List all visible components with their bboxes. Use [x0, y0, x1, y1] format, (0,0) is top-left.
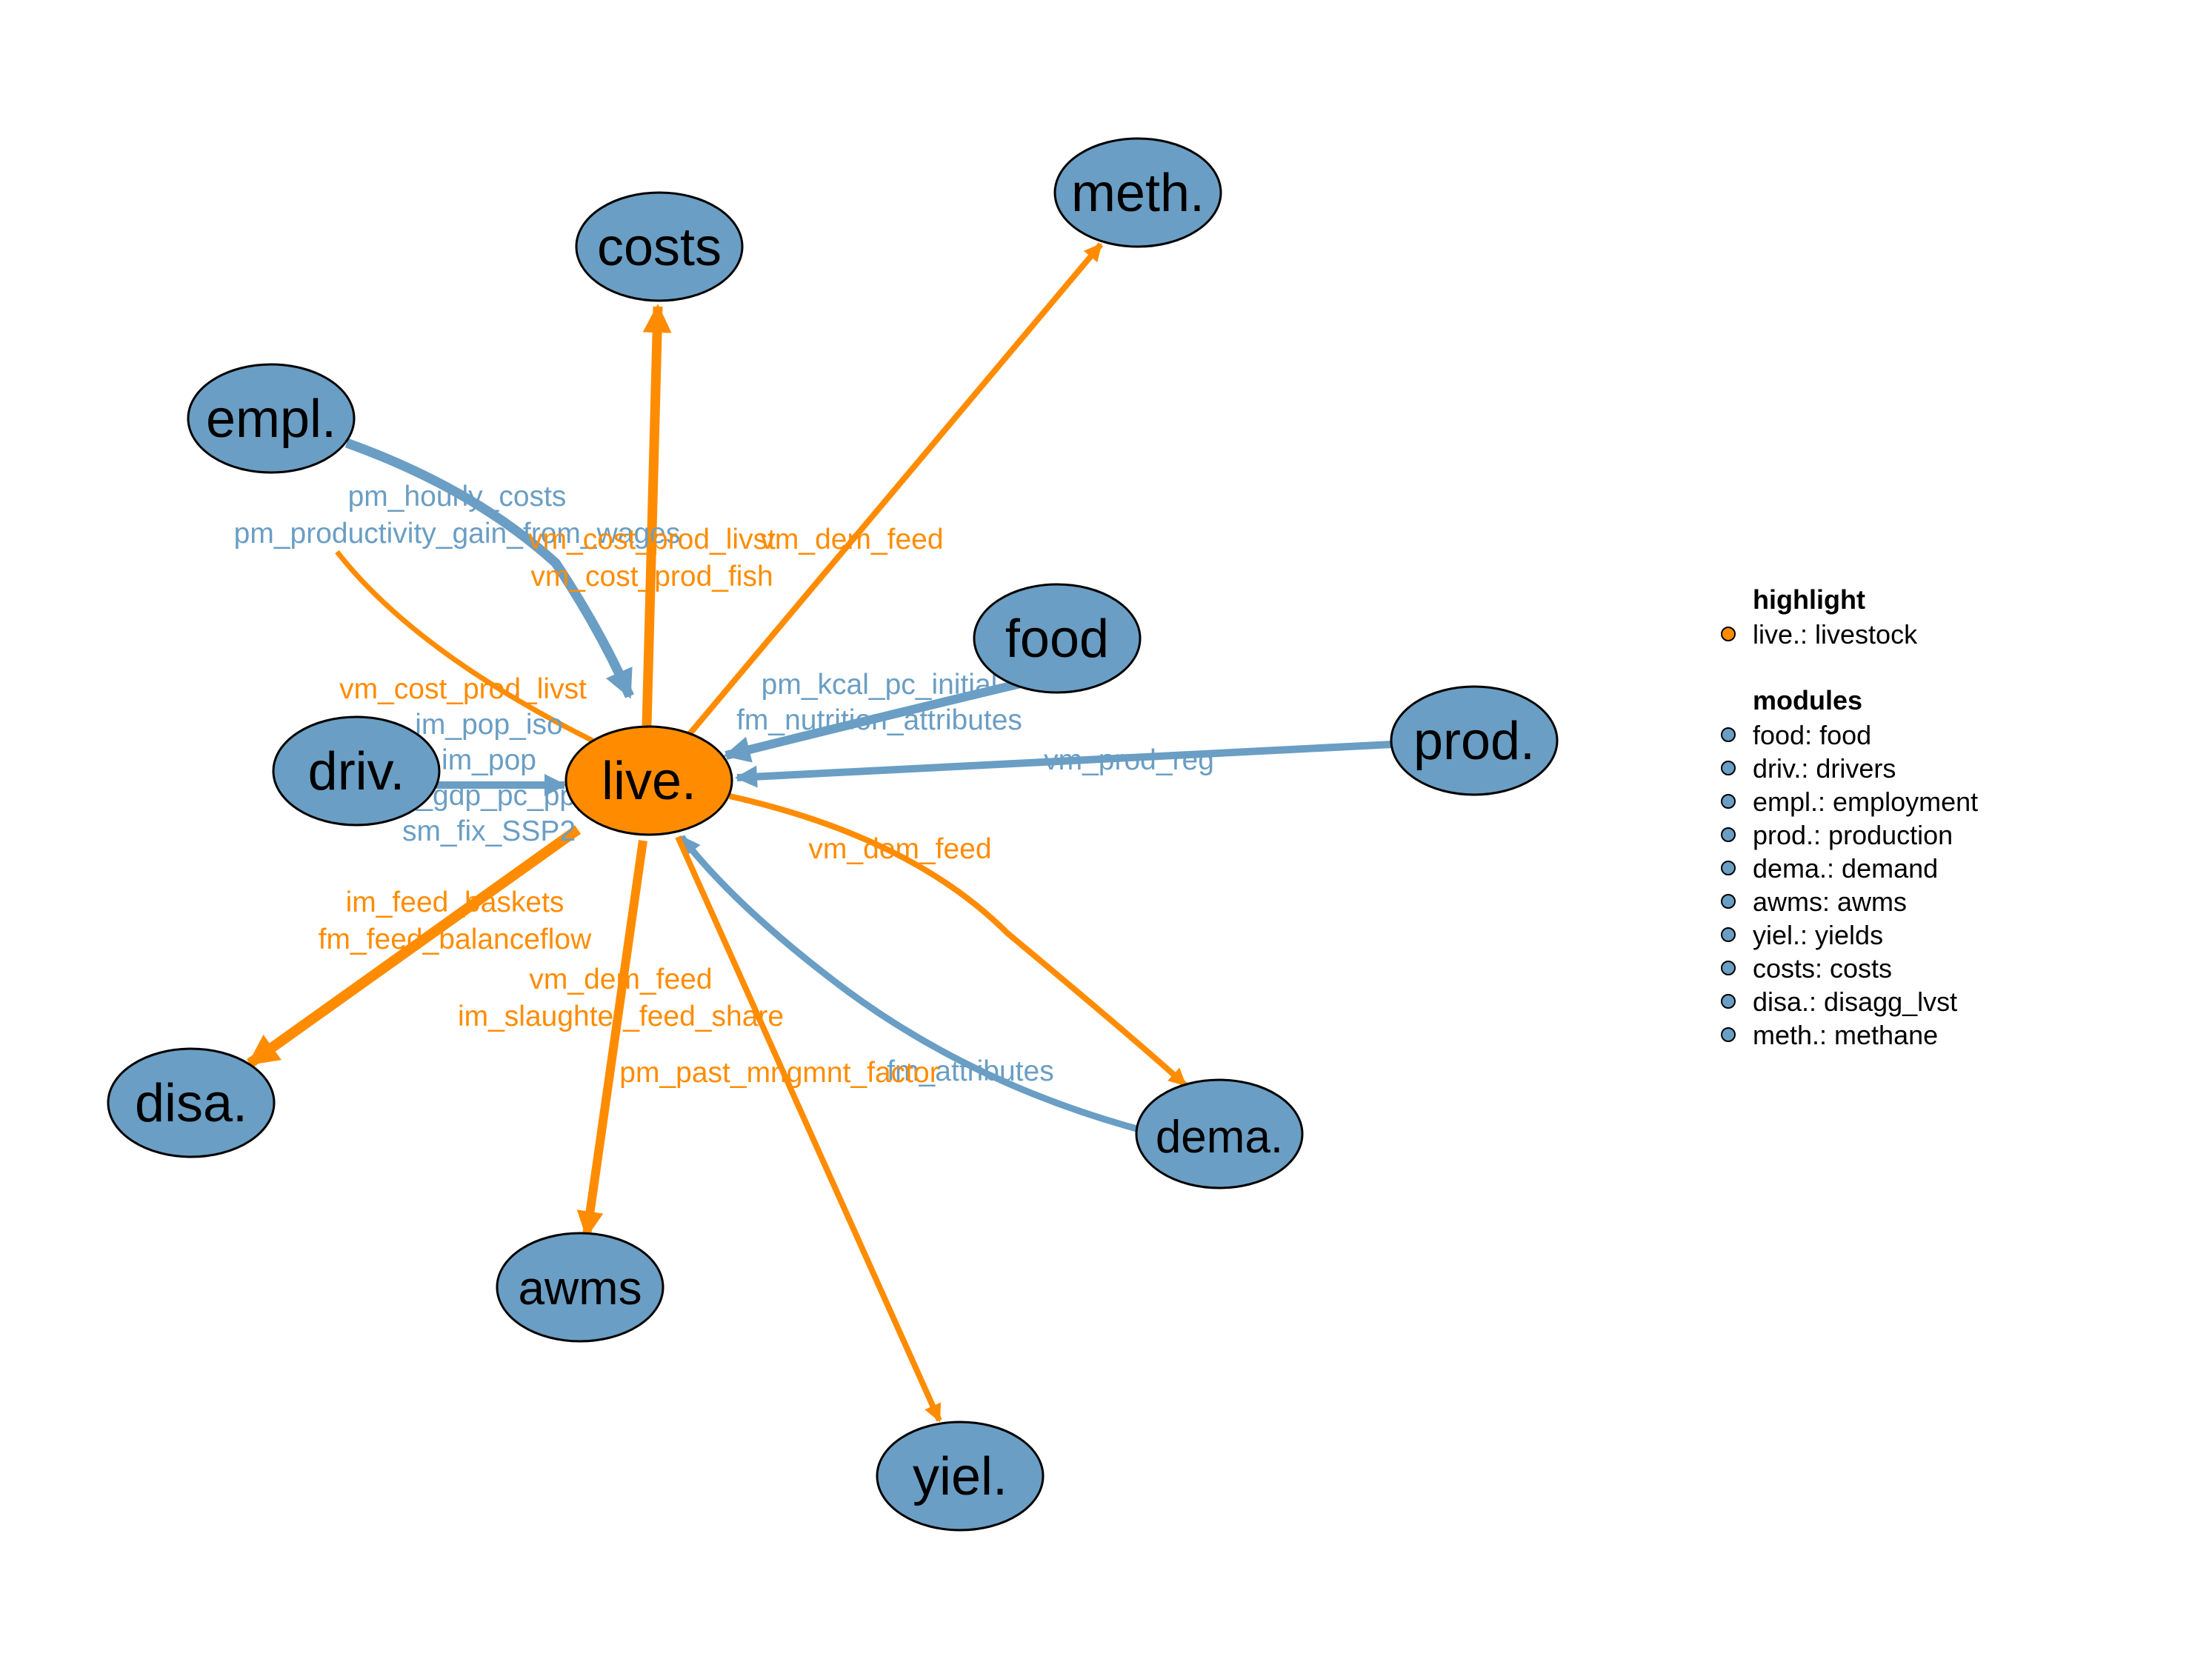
legend-module-swatch	[1721, 794, 1736, 809]
edge-label-dema-live-1: fm_attributes	[887, 1055, 1053, 1087]
edge-empl-to-live	[344, 438, 634, 699]
edge-dema-to-live	[679, 835, 1141, 1133]
legend-modules-title: modules	[1753, 685, 1862, 715]
node-disa[interactable]: disa.	[107, 1047, 276, 1158]
edge-labels: pm_hourly_costs pm_productivity_gain_fro…	[234, 481, 1214, 1089]
legend-module-item: dema.: demand	[1753, 853, 1938, 884]
node-dema[interactable]: dema.	[1135, 1078, 1304, 1189]
node-awms-shape	[496, 1232, 664, 1343]
edge-live-to-empl	[335, 550, 594, 744]
edges	[246, 242, 1393, 1423]
legend-module-item: prod.: production	[1753, 820, 1953, 850]
edge-label-live-disa-1: im_feed_baskets	[346, 887, 564, 918]
edge-live-to-disa	[246, 825, 582, 1068]
node-dema-shape	[1135, 1078, 1304, 1189]
node-food-label: food	[1005, 610, 1109, 669]
legend: highlight live.: livestock modules food:…	[1721, 584, 1978, 1050]
legend-module-swatch	[1721, 827, 1736, 842]
node-food[interactable]: food	[973, 583, 1142, 694]
node-prod-shape	[1390, 685, 1559, 796]
legend-highlight-item: live.: livestock	[1753, 619, 1918, 650]
node-awms-label: awms	[518, 1261, 642, 1315]
legend-module-item: food: food	[1753, 720, 1871, 750]
edge-label-live-costs-2: vm_cost_prod_fish	[530, 561, 773, 592]
node-prod[interactable]: prod.	[1390, 685, 1559, 796]
edge-prod-to-live	[735, 741, 1393, 788]
node-prod-label: prod.	[1413, 712, 1535, 771]
edge-label-live-yiel-1: pm_past_mngmnt_factor	[619, 1057, 939, 1089]
node-live-shape	[564, 725, 733, 836]
legend-module-item: empl.: employment	[1753, 787, 1978, 817]
node-driv-label: driv.	[308, 742, 405, 801]
legend-module-swatch	[1721, 727, 1736, 742]
legend-highlight-title: highlight	[1753, 584, 1865, 615]
node-meth-label: meth.	[1071, 164, 1205, 223]
node-costs-shape	[575, 191, 744, 302]
legend-module-swatch	[1721, 894, 1736, 909]
node-food-shape	[973, 583, 1142, 694]
legend-module-swatch	[1721, 761, 1736, 775]
legend-module-swatch	[1721, 994, 1736, 1009]
edge-label-driv-live-4: sm_fix_SSP2	[402, 815, 576, 847]
node-empl-label: empl.	[206, 390, 336, 449]
legend-module-item: driv.: drivers	[1753, 753, 1896, 784]
edge-label-empl-live-2: pm_productivity_gain_from_wages	[234, 518, 681, 550]
legend-module-swatch	[1721, 961, 1736, 975]
node-meth[interactable]: meth.	[1053, 137, 1222, 248]
node-costs[interactable]: costs	[575, 191, 744, 302]
node-empl-shape	[187, 363, 356, 474]
edge-live-to-yiel	[675, 835, 942, 1423]
edge-live-to-awms	[576, 840, 647, 1238]
legend-module-swatch	[1721, 1027, 1736, 1042]
edge-live-to-dema	[729, 793, 1187, 1087]
legend-module-item: disa.: disagg_lvst	[1753, 987, 1957, 1017]
edge-label-food-live-2: fm_nutrition_attributes	[736, 704, 1022, 736]
edge-label-food-live-1: pm_kcal_pc_initial	[762, 669, 998, 701]
edge-label-live-awms-2: im_slaughter_feed_share	[458, 1001, 784, 1032]
edge-label-live-meth-1: vm_dem_feed	[760, 524, 943, 555]
edge-label-driv-live-2: im_pop	[442, 744, 536, 776]
edge-food-to-live	[723, 677, 1031, 763]
node-empl[interactable]: empl.	[187, 363, 356, 474]
node-meth-shape	[1053, 137, 1222, 248]
node-driv-shape	[272, 715, 441, 827]
node-yiel-shape	[876, 1421, 1045, 1532]
node-live-label: live.	[602, 752, 696, 811]
node-disa-label: disa.	[135, 1074, 247, 1133]
legend-highlight-swatch	[1721, 627, 1736, 641]
edge-live-to-meth	[686, 242, 1104, 737]
legend-module-item: meth.: methane	[1753, 1020, 1938, 1050]
edge-label-live-costs-1: vm_cost_prod_livst	[528, 524, 776, 555]
legend-module-swatch	[1721, 861, 1736, 875]
node-live[interactable]: live.	[564, 725, 733, 836]
legend-module-swatch	[1721, 927, 1736, 942]
node-driv[interactable]: driv.	[272, 715, 441, 827]
node-dema-label: dema.	[1156, 1112, 1283, 1163]
edge-label-prod-live-1: vm_prod_reg	[1044, 744, 1214, 776]
node-disa-shape	[107, 1047, 276, 1158]
legend-module-item: yiel.: yields	[1753, 920, 1883, 950]
node-awms[interactable]: awms	[496, 1232, 664, 1343]
node-costs-label: costs	[597, 218, 722, 277]
node-yiel-label: yiel.	[913, 1447, 1007, 1506]
node-yiel[interactable]: yiel.	[876, 1421, 1045, 1532]
edge-label-live-disa-2: fm_feed_balanceflow	[319, 924, 592, 955]
edge-label-driv-live-1: im_pop_iso	[415, 709, 562, 741]
legend-module-item: awms: awms	[1753, 887, 1907, 917]
edge-label-empl-live-1: pm_hourly_costs	[348, 481, 567, 513]
edge-label-live-dema-1: vm_dem_feed	[808, 833, 991, 865]
edge-label-live-awms-1: vm_dem_feed	[529, 964, 712, 995]
legend-module-item: costs: costs	[1753, 953, 1892, 984]
edge-live-to-costs	[642, 304, 672, 727]
nodes: costs meth. empl. food prod. driv. live.	[107, 137, 1559, 1532]
edge-label-live-empl-1: vm_cost_prod_livst	[339, 673, 587, 705]
